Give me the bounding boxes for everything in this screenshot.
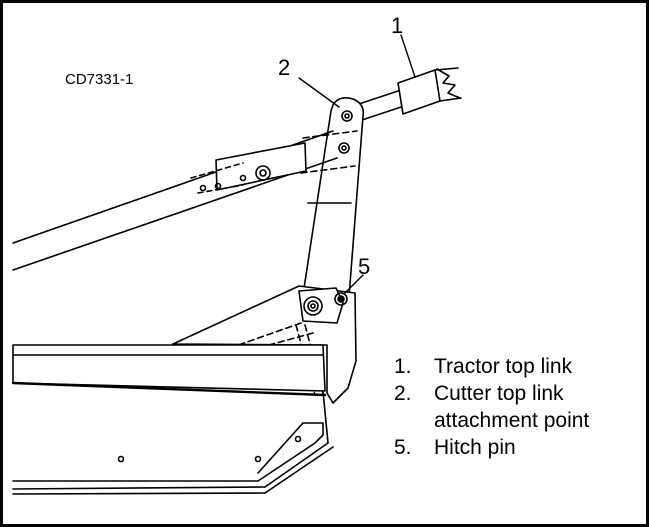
- legend-num-1: 1.: [394, 355, 412, 378]
- callout-leaders: [298, 34, 416, 294]
- attachment-point-hole: [341, 110, 353, 122]
- cutter-top-link: [300, 97, 365, 298]
- legend-text-1: Tractor top link: [434, 355, 573, 378]
- legend-text-5: Hitch pin: [434, 436, 516, 459]
- callout-5: 5: [358, 254, 371, 279]
- legend-item-5: 5. Hitch pin: [394, 434, 649, 461]
- frame-arm: [12, 130, 338, 271]
- legend-text-2: Cutter top link attachment point: [434, 382, 590, 432]
- hitch-drawing: [11, 34, 462, 495]
- callout-2: 2: [278, 55, 291, 80]
- legend: 1. Tractor top link 2. Cutter top link a…: [394, 353, 649, 461]
- hitch-pin-circle: [334, 292, 348, 306]
- figure-id-label: CD7331-1: [65, 71, 134, 88]
- legend-item-2: 2. Cutter top link attachment point: [394, 380, 649, 434]
- legend-num-2: 2.: [394, 382, 412, 405]
- callout-1: 1: [391, 13, 404, 38]
- cutter-deck: [11, 344, 334, 495]
- legend-item-1: 1. Tractor top link: [394, 353, 649, 380]
- tractor-top-link: [352, 67, 462, 122]
- legend-num-5: 5.: [394, 436, 412, 459]
